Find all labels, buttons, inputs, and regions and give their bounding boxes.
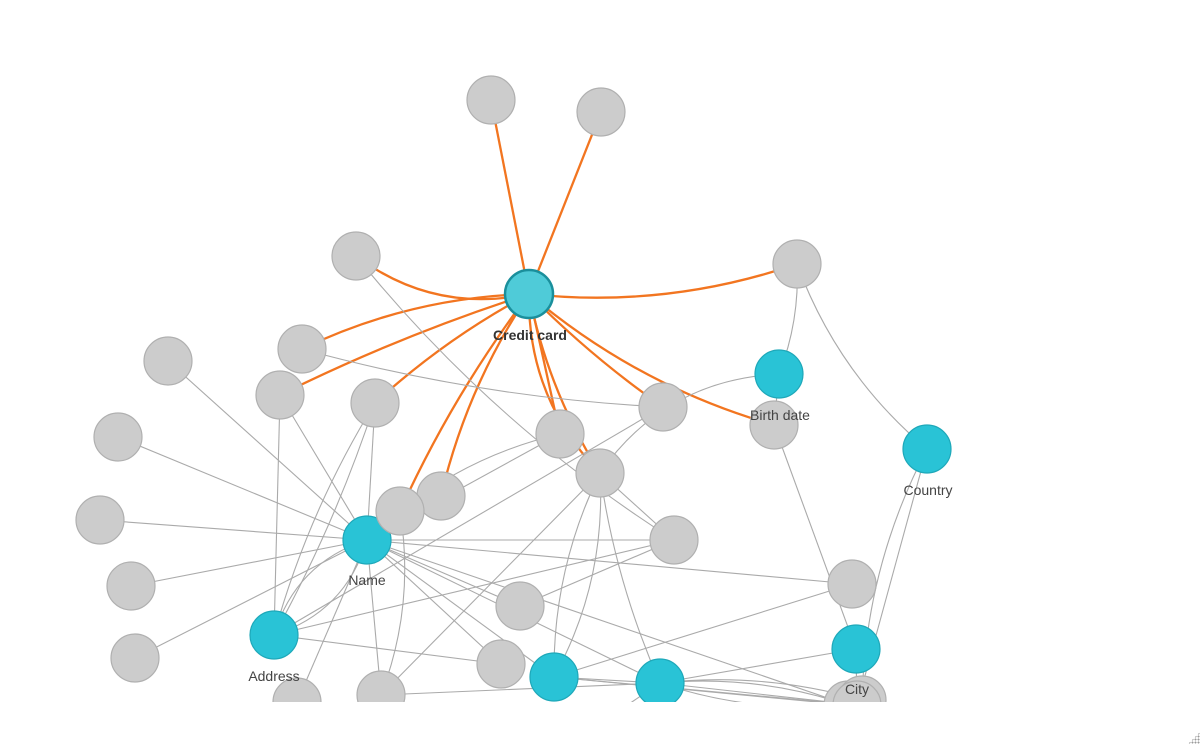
graph-node-g15[interactable] — [93, 412, 143, 462]
edge-g14-city — [773, 424, 857, 650]
edge-cc-g14 — [528, 293, 775, 427]
graph-node-g9[interactable] — [638, 382, 688, 432]
graph-node-g7[interactable] — [255, 370, 305, 420]
graph-node-g3[interactable] — [331, 231, 381, 281]
edge-cc-g3 — [355, 255, 530, 301]
graph-node-e1[interactable] — [529, 652, 579, 702]
edge-address-g9 — [273, 406, 664, 636]
node-label-credit-card: Credit card — [493, 327, 567, 343]
node-label-birth-date: Birth date — [750, 407, 810, 423]
graph-node-g14[interactable] — [749, 400, 799, 450]
edge-g13-g20 — [380, 472, 601, 696]
edge-cc-g2 — [527, 111, 603, 295]
graph-node-birth-date[interactable] — [754, 349, 804, 399]
graph-node-g27[interactable] — [832, 680, 882, 702]
edge-name-g6 — [167, 360, 368, 541]
graph-node-g18[interactable] — [110, 633, 160, 683]
edge-country-g27 — [857, 448, 928, 702]
graph-node-country[interactable] — [902, 424, 952, 474]
nodes-layer — [75, 75, 952, 702]
edge-g5-country — [796, 263, 928, 450]
node-label-name: Name — [348, 572, 386, 588]
edge-cc-g8 — [374, 292, 530, 404]
edge-g4-g9 — [301, 348, 664, 408]
graph-node-g13[interactable] — [575, 448, 625, 498]
graph-node-g6[interactable] — [143, 336, 193, 386]
edge-address-g7 — [273, 394, 281, 636]
edge-address-g8 — [273, 402, 376, 636]
edge-name-g25 — [366, 539, 841, 702]
edge-e2-city — [659, 648, 857, 684]
graph-node-g12[interactable] — [375, 486, 425, 536]
edge-g3-g21 — [355, 255, 675, 541]
edge-address-g21 — [273, 539, 675, 636]
graph-node-e2[interactable] — [635, 658, 685, 702]
node-label-address: Address — [248, 668, 299, 684]
edge-name-g17 — [130, 539, 368, 587]
edge-name-g23 — [366, 539, 502, 665]
edge-name-g15 — [117, 436, 368, 541]
labels-layer: Credit card Name Address Birth date Coun… — [248, 327, 952, 697]
graph-node-g8[interactable] — [350, 378, 400, 428]
edge-g13-e1 — [553, 472, 601, 678]
edge-g13-e1 — [553, 472, 602, 678]
edge-name-g18 — [134, 539, 368, 659]
edge-g20-e2 — [380, 682, 661, 696]
graph-node-g20[interactable] — [356, 670, 406, 702]
edge-cc-g7 — [279, 292, 530, 397]
graph-node-g22[interactable] — [495, 581, 545, 631]
edge-cc-g12 — [398, 293, 530, 512]
graph-node-city[interactable] — [831, 624, 881, 674]
knowledge-graph[interactable]: Credit card Name Address Birth date Coun… — [0, 0, 1202, 702]
graph-node-g1[interactable] — [466, 75, 516, 125]
edge-name-e1 — [366, 539, 555, 678]
graph-node-g2[interactable] — [576, 87, 626, 137]
edge-address-g23 — [273, 634, 502, 665]
edge-cc-g4 — [301, 292, 530, 351]
graph-node-g5[interactable] — [772, 239, 822, 289]
graph-node-g24[interactable] — [827, 559, 877, 609]
graph-node-g23[interactable] — [476, 639, 526, 689]
graph-node-g21[interactable] — [649, 515, 699, 565]
edge-address-g8 — [273, 402, 376, 636]
graph-canvas[interactable]: Credit card Name Address Birth date Coun… — [0, 0, 1202, 702]
edge-cc-g5 — [528, 262, 798, 299]
node-label-city: City — [845, 681, 869, 697]
graph-node-g4[interactable] — [277, 324, 327, 374]
graph-node-name[interactable] — [342, 515, 392, 565]
edge-cc-g1 — [489, 99, 531, 295]
node-label-country: Country — [903, 482, 952, 498]
edge-cc-g11 — [439, 293, 530, 497]
graph-node-g16[interactable] — [75, 495, 125, 545]
resize-grip[interactable] — [1188, 732, 1200, 744]
graph-node-credit-card[interactable] — [503, 268, 555, 320]
edge-name-g16 — [99, 519, 368, 541]
graph-node-g17[interactable] — [106, 561, 156, 611]
edge-e1-g27 — [553, 676, 831, 702]
edge-name-g24 — [366, 539, 853, 585]
graph-node-address[interactable] — [249, 610, 299, 660]
edge-e1-g24 — [553, 583, 853, 678]
graph-node-g10[interactable] — [535, 409, 585, 459]
edge-g13-e2 — [599, 472, 661, 684]
edge-name-g7 — [279, 394, 368, 541]
graph-node-g19[interactable] — [272, 677, 322, 702]
